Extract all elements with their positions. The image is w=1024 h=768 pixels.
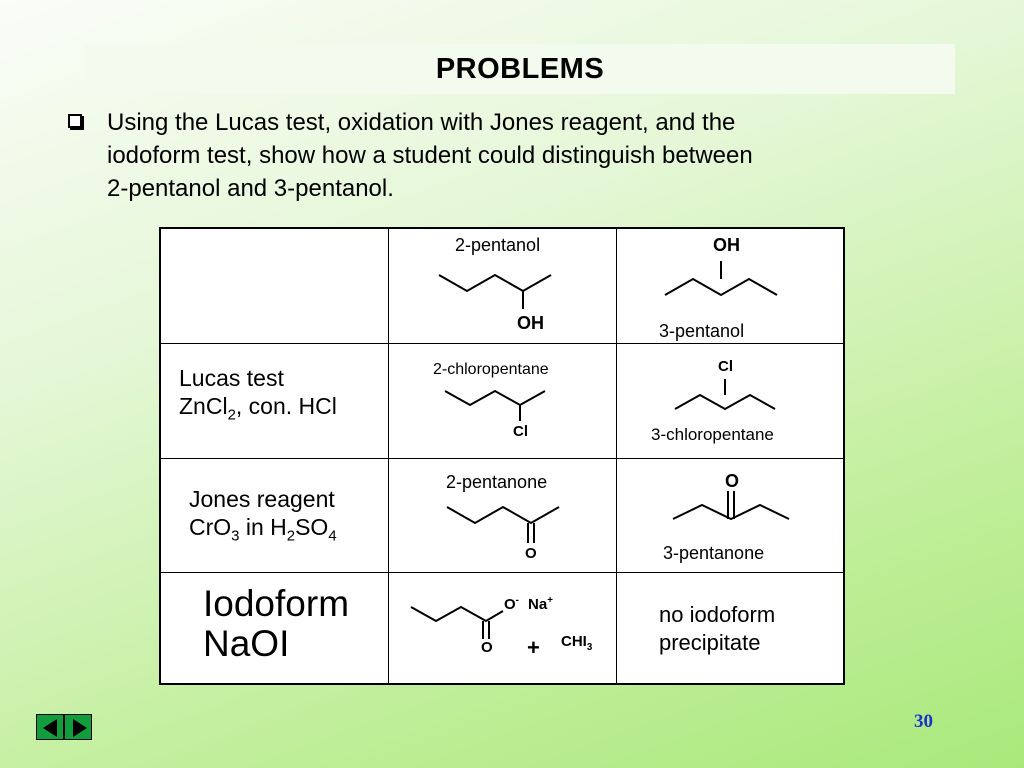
- no-precipitate-line1: no iodoform: [659, 602, 776, 627]
- table-divider-h2: [161, 458, 843, 459]
- iodoform-label: Iodoform NaOI: [203, 584, 349, 664]
- table-divider-h3: [161, 572, 843, 573]
- lucas-test-label: Lucas test ZnCl2, con. HCl: [179, 364, 337, 430]
- next-slide-button[interactable]: [64, 714, 92, 740]
- carboxylate-o-minus-label: O-: [504, 595, 519, 613]
- 3-pentanone-structure: [672, 491, 790, 521]
- plus-sign: +: [527, 635, 540, 660]
- sodium-ion-label: Na+: [528, 595, 553, 613]
- lucas-label-line1: Lucas test: [179, 365, 284, 391]
- butanoate-structure: [410, 605, 504, 639]
- title-bar: PROBLEMS: [85, 44, 955, 94]
- lucas-label-line2: ZnCl2, con. HCl: [179, 393, 337, 424]
- checkbox-bullet-icon: [68, 114, 84, 130]
- 2-pentanone-o-label: O: [525, 545, 537, 562]
- 3-pentanone-name: 3-pentanone: [663, 543, 765, 563]
- iodoform-label-line2: NaOI: [203, 623, 290, 664]
- slide-navigation: [36, 714, 92, 740]
- problem-statement: Using the Lucas test, oxidation with Jon…: [66, 106, 886, 205]
- 2-chloropentane-structure: [444, 389, 546, 421]
- page-number: 30: [914, 711, 933, 732]
- problem-line-1: Using the Lucas test, oxidation with Jon…: [107, 109, 736, 136]
- 2-pentanol-structure: [438, 273, 552, 309]
- 2-chloropentane-cl-label: Cl: [513, 423, 528, 440]
- no-precipitate-line2: precipitate: [659, 630, 761, 655]
- table-divider-v1: [388, 229, 389, 683]
- 2-pentanol-oh-label: OH: [517, 313, 544, 333]
- 3-chloropentane-cl-label: Cl: [718, 358, 733, 375]
- 3-chloropentane-name: 3-chloropentane: [651, 425, 774, 444]
- jones-reagent-label: Jones reagent CrO3 in H2SO4: [189, 485, 337, 551]
- iodoform-label-line1: Iodoform: [203, 583, 350, 624]
- 3-pentanol-structure: [664, 261, 778, 297]
- triangle-right-icon: [73, 719, 87, 737]
- 2-chloropentane-name: 2-chloropentane: [433, 361, 549, 378]
- no-precipitate-text: no iodoform precipitate: [659, 601, 775, 657]
- 3-pentanone-o-label: O: [725, 471, 740, 491]
- 2-pentanone-name: 2-pentanone: [446, 472, 548, 492]
- triangle-left-icon: [43, 719, 57, 737]
- header-3-pentanol-name: 3-pentanol: [659, 321, 745, 341]
- carbonyl-o-label: O: [481, 639, 493, 656]
- 3-chloropentane-structure: [674, 379, 776, 411]
- 3-pentanol-oh-label: OH: [713, 235, 740, 255]
- comparison-table: 2-pentanol OH OH 3-pentanol Lucas test Z…: [159, 227, 845, 685]
- problem-line-3: 2-pentanol and 3-pentanol.: [107, 175, 394, 202]
- table-divider-v2: [616, 229, 617, 683]
- table-divider-h1: [161, 343, 843, 344]
- slide-title: PROBLEMS: [435, 52, 605, 85]
- problem-line-2: iodoform test, show how a student could …: [107, 142, 753, 169]
- jones-label-line1: Jones reagent: [189, 486, 335, 512]
- problem-text: Using the Lucas test, oxidation with Jon…: [107, 106, 886, 205]
- iodoform-chi3-label: CHI3: [561, 633, 593, 653]
- header-2-pentanol-name: 2-pentanol: [455, 235, 541, 255]
- 2-pentanone-structure: [446, 505, 560, 543]
- jones-label-line2: CrO3 in H2SO4: [189, 514, 337, 545]
- previous-slide-button[interactable]: [36, 714, 64, 740]
